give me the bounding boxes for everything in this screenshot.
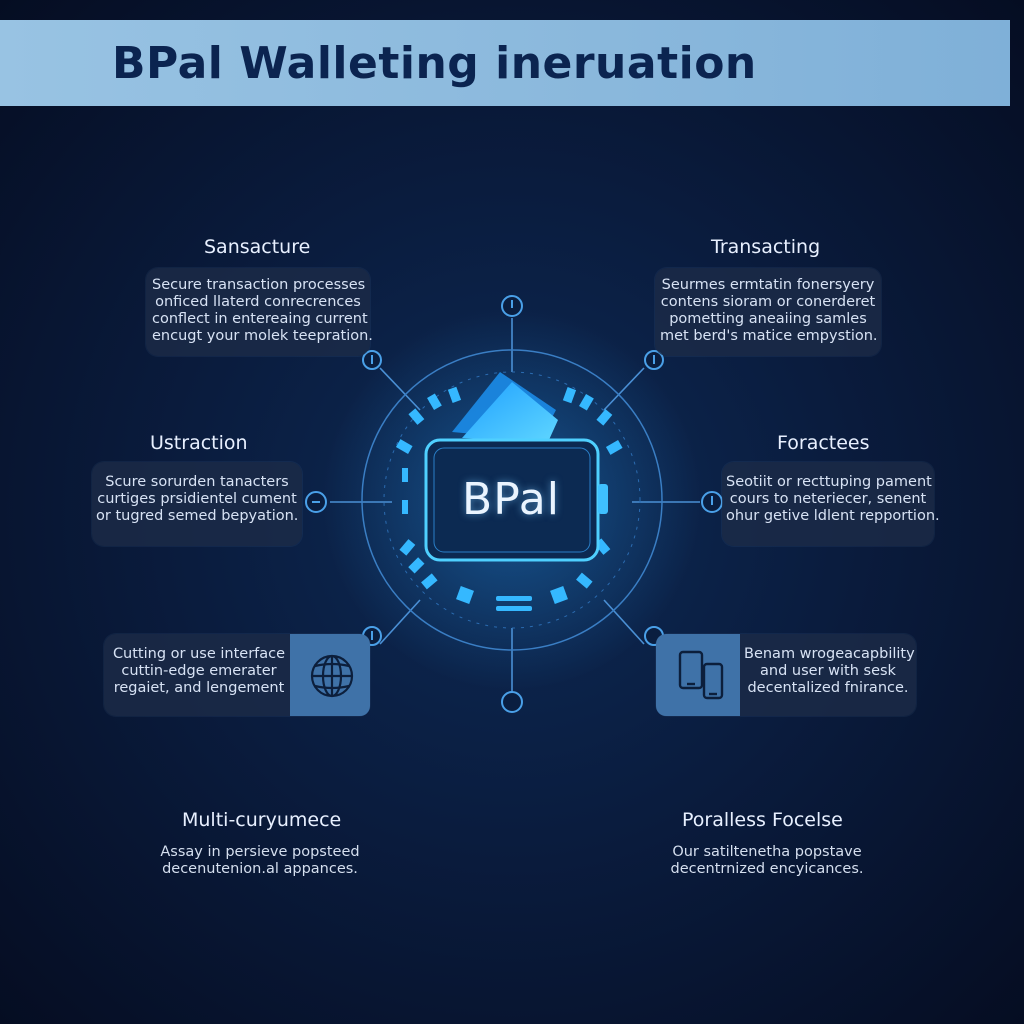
node-description-line: Cutting or use interface xyxy=(112,646,286,662)
node-description: Scure sorurden tanacters curtiges prsidi… xyxy=(96,474,298,525)
node-description: Seurmes ermtatin fonersyery contens sior… xyxy=(660,277,878,345)
node-description-line: cuttin-edge emerater xyxy=(121,663,277,679)
connector-lines xyxy=(330,318,700,692)
node-description-line: Scure sorurden tanacters xyxy=(105,474,289,490)
node-description-line: Secure transaction processes xyxy=(152,277,366,293)
node-description-line: decentalized fnirance. xyxy=(747,680,909,696)
globe-icon xyxy=(310,654,354,698)
node-description-line: Seotiit or recttuping pament xyxy=(726,474,932,490)
node-heading: Transacting xyxy=(711,236,821,258)
ring-segments xyxy=(395,386,623,604)
node-description-line: Our satiltenetha popstave xyxy=(672,844,862,860)
node-heading: Sansacture xyxy=(204,236,311,258)
icon-panel xyxy=(656,634,740,716)
node-description: Secure transaction processes onficed lla… xyxy=(152,277,373,345)
node-description: Our satiltenetha popstave decentrnized e… xyxy=(662,844,872,878)
node-card xyxy=(655,268,881,356)
node-description-line: or tugred semed bepyation. xyxy=(96,508,299,524)
page-title: BPal Walleting ineruation xyxy=(112,38,757,89)
node-description-line: decentrnized encyicances. xyxy=(670,861,864,877)
node-card xyxy=(146,268,370,356)
ring-bar xyxy=(496,596,532,601)
node-description: Cutting or use interface cuttin-edge eme… xyxy=(108,646,290,697)
node-description-line: ohur getive ldlent repportion. xyxy=(726,508,940,524)
node-heading: Foractees xyxy=(777,432,870,454)
node-description-line: curtiges prsidientel cument xyxy=(97,491,297,507)
node-description-line: Seurmes ermtatin fonersyery xyxy=(661,277,875,293)
ring-bar xyxy=(496,606,532,611)
node-description-line: Benam wrogeacapbility xyxy=(744,646,915,662)
node-heading: Multi-curyumece xyxy=(182,809,342,831)
node-description-line: met berd's matice empystion. xyxy=(660,328,878,344)
node-card xyxy=(722,462,934,546)
inner-ring xyxy=(383,371,641,629)
node-description-line: onficed llaterd conrecrences xyxy=(155,294,361,310)
node-description-line: decenutenion.al appances. xyxy=(162,861,358,877)
node-description-line: pometting aneaiing samles xyxy=(669,311,867,327)
hub-label: BPal xyxy=(462,474,560,525)
node-description-line: cours to neteriecer, senent xyxy=(729,491,927,507)
node-description-line: encugt your molek teepration. xyxy=(152,328,373,344)
node-description: Benam wrogeacapbility and user with sesk… xyxy=(744,646,915,697)
node-description: Assay in persieve popsteed decenutenion.… xyxy=(150,844,370,878)
node-dot-cores xyxy=(312,300,713,640)
node-card xyxy=(92,462,302,546)
node-description: Seotiit or recttuping pament cours to ne… xyxy=(726,474,940,525)
node-description-line: contens sioram or conerderet xyxy=(660,294,876,310)
node-description-line: Assay in persieve popsteed xyxy=(160,844,360,860)
title-bar xyxy=(0,20,1010,106)
devices-icon xyxy=(678,650,724,700)
node-description-line: and user with sesk xyxy=(760,663,896,679)
node-heading: Poralless Focelse xyxy=(682,809,843,831)
outer-ring xyxy=(361,349,663,651)
node-description-line: regaiet, and lengement xyxy=(113,680,285,696)
node-description-line: conflect in entereaing current xyxy=(152,311,368,327)
node-heading: Ustraction xyxy=(150,432,248,454)
icon-panel xyxy=(290,634,370,716)
wallet-icon xyxy=(424,372,608,562)
